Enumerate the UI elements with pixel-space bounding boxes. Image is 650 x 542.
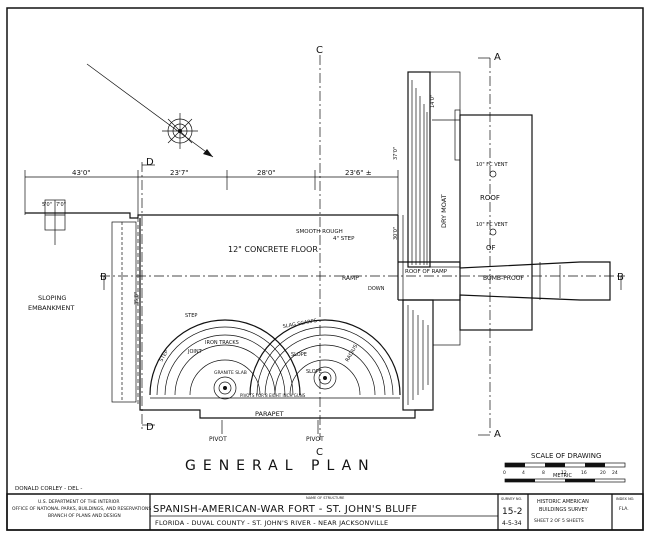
location-line: FLORIDA - DUVAL COUNTY - ST. JOHN'S RIVE…: [155, 519, 388, 527]
index-caption: INDEX NO.: [616, 497, 634, 501]
vent-circle-2: [489, 228, 497, 236]
structure-name: SPANISH-AMERICAN-WAR FORT - ST. JOHN'S B…: [153, 504, 417, 515]
label-smooth-rough: SMOOTH ROUGH: [296, 229, 343, 235]
section-d-top: D: [146, 157, 154, 168]
label-4in-step: 4" STEP: [333, 236, 355, 242]
label-vent-2: 10" FC VENT: [476, 222, 509, 228]
dim-28ft: 28'0": [257, 169, 276, 177]
label-concrete: 12" CONCRETE FLOOR: [228, 245, 318, 254]
dept-line-3: BRANCH OF PLANS AND DESIGN: [48, 513, 121, 519]
fort-outline: [25, 212, 432, 419]
label-ramp: RAMP: [342, 275, 359, 282]
dimension-row-top: [24, 170, 399, 215]
label-iron-tracks: IRON TRACKS: [205, 340, 239, 346]
plan-title: GENERAL PLAN: [185, 458, 376, 474]
gun-emplacement-right: [249, 319, 401, 396]
title-block: [6, 493, 644, 531]
label-joint: JOINT: [187, 349, 203, 355]
label-vent-1: 10" FC VENT: [476, 162, 509, 168]
label-dry-moat: DRY MOAT: [440, 194, 448, 228]
scale-tick-8: 8: [542, 470, 545, 476]
section-c-top: C: [316, 45, 323, 56]
dim-43ft: 43'0": [72, 169, 91, 177]
label-roof: ROOF: [480, 194, 500, 202]
dry-moat-structure: [398, 71, 611, 411]
pivot-marks: [221, 420, 319, 434]
survey-caption: SURVEY NO.: [501, 497, 522, 501]
section-a-top: A: [494, 52, 501, 63]
dim-23ft6: 23'6" ±: [345, 169, 372, 177]
label-slope-1: SLOPE: [291, 352, 307, 358]
survey-no: 15-2: [502, 507, 522, 517]
label-of: OF: [486, 244, 496, 252]
scale-tick-20: 20: [600, 470, 606, 476]
section-c-bottom: C: [316, 447, 323, 458]
section-b-left: B: [100, 272, 107, 283]
dim-7ft: 7'0": [56, 202, 66, 208]
dim-35ft8: 35'8": [134, 292, 140, 305]
label-pivot-2: PIVOT: [306, 436, 324, 443]
label-pivots-for: PIVOTS FOR 8 EIGHT INCH GUNS: [240, 393, 306, 398]
label-sloping: SLOPING EMBANKMENT: [28, 294, 74, 312]
dim-14ft: 14'0": [430, 95, 436, 108]
section-b-right: B: [617, 272, 624, 283]
dim-30ft: 30'0": [393, 227, 399, 240]
scale-tick-4: 4: [522, 470, 525, 476]
scale-tick-12: 12: [561, 470, 567, 476]
section-line-a: [478, 57, 491, 436]
dim-23ft7: 23'7": [170, 169, 189, 177]
label-radius: RADIUS: [345, 344, 360, 363]
gun-emplacement-left: [149, 319, 301, 400]
section-a-bottom: A: [494, 429, 501, 440]
index-no: FLA.: [619, 506, 629, 512]
label-slope-2: SLOPE: [306, 369, 322, 375]
label-down: DOWN: [368, 286, 385, 292]
label-granite-slab: GRANITE SLAB: [214, 370, 247, 376]
drawer-credit: DONALD CORLEY - DEL -: [15, 486, 82, 492]
section-line-d: [141, 162, 155, 432]
label-pivot-1: PIVOT: [209, 436, 227, 443]
scale-metric: METRIC: [553, 473, 572, 479]
label-roof-of-ramp: ROOF OF RAMP: [405, 269, 448, 275]
survey-date: 4-5-34: [502, 520, 522, 527]
habs-line-1: HISTORIC AMERICAN: [537, 499, 589, 505]
label-bomb-proof: BOMB-PROOF: [483, 275, 524, 282]
scale-title: SCALE OF DRAWING: [531, 452, 601, 460]
label-step-top: STEP: [185, 313, 197, 319]
section-d-bottom: D: [146, 422, 154, 433]
label-slag-scarps: SLAG SCARPS: [282, 318, 317, 330]
label-step-left: STEP: [159, 349, 170, 363]
left-detail: [44, 199, 66, 245]
sheet-text: SHEET 2 OF 5 SHEETS: [534, 518, 584, 524]
scale-tick-0: 0: [503, 470, 506, 476]
scale-bar: [504, 462, 626, 483]
scale-tick-16: 16: [581, 470, 587, 476]
vent-circle-1: [489, 170, 497, 178]
name-caption: NAME OF STRUCTURE: [306, 496, 344, 500]
section-line-b: [100, 275, 625, 290]
dept-line-2: OFFICE OF NATIONAL PARKS, BUILDINGS, AND…: [12, 506, 151, 512]
label-parapet: PARAPET: [255, 410, 284, 418]
dim-37ft: 37'0": [393, 147, 399, 160]
compass-rose-icon: [86, 63, 214, 158]
scale-tick-24: 24: [612, 470, 618, 476]
dim-5ft: 5'0": [42, 202, 52, 208]
habs-line-2: BUILDINGS SURVEY: [539, 507, 589, 513]
dept-line-1: U.S. DEPARTMENT OF THE INTERIOR: [38, 499, 119, 505]
